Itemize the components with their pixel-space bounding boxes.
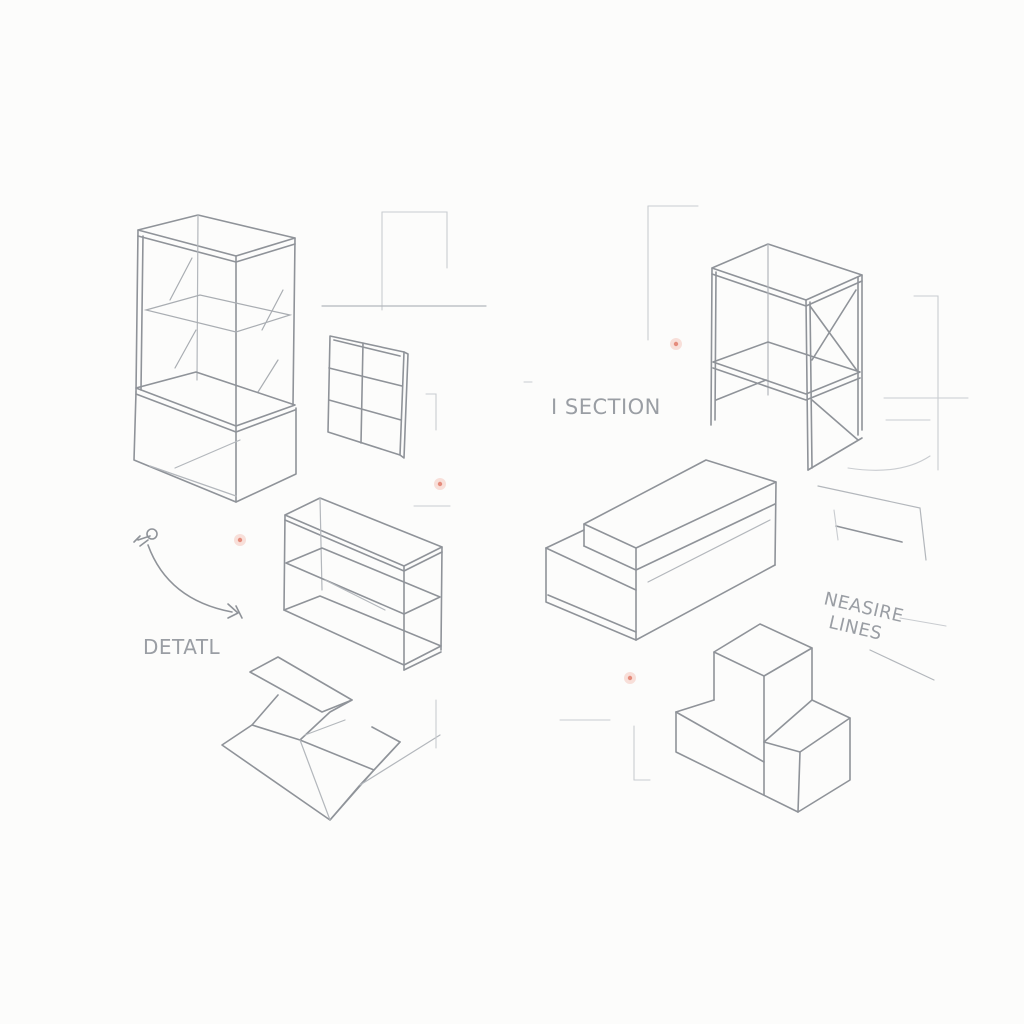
measure-lines-label: NEASIRE LINES	[822, 588, 906, 644]
display-counter	[545, 459, 777, 641]
detail-callout	[133, 528, 243, 619]
window-grid-panel	[327, 335, 409, 459]
stepped-block	[675, 623, 851, 813]
construction-lines	[321, 205, 969, 781]
open-shelf-unit	[283, 497, 443, 671]
marker-dot-2	[434, 478, 446, 490]
hinge-icon	[133, 528, 158, 547]
floor-plan-outline	[221, 656, 441, 821]
marker-dot-4	[624, 672, 636, 684]
detail-label: DETATL	[143, 635, 221, 659]
braced-frame-unit	[710, 243, 863, 471]
section-label: I SECTION	[551, 395, 661, 419]
tall-display-cabinet	[133, 214, 297, 503]
marker-dot-1	[670, 338, 682, 350]
marker-dot-3	[234, 534, 246, 546]
